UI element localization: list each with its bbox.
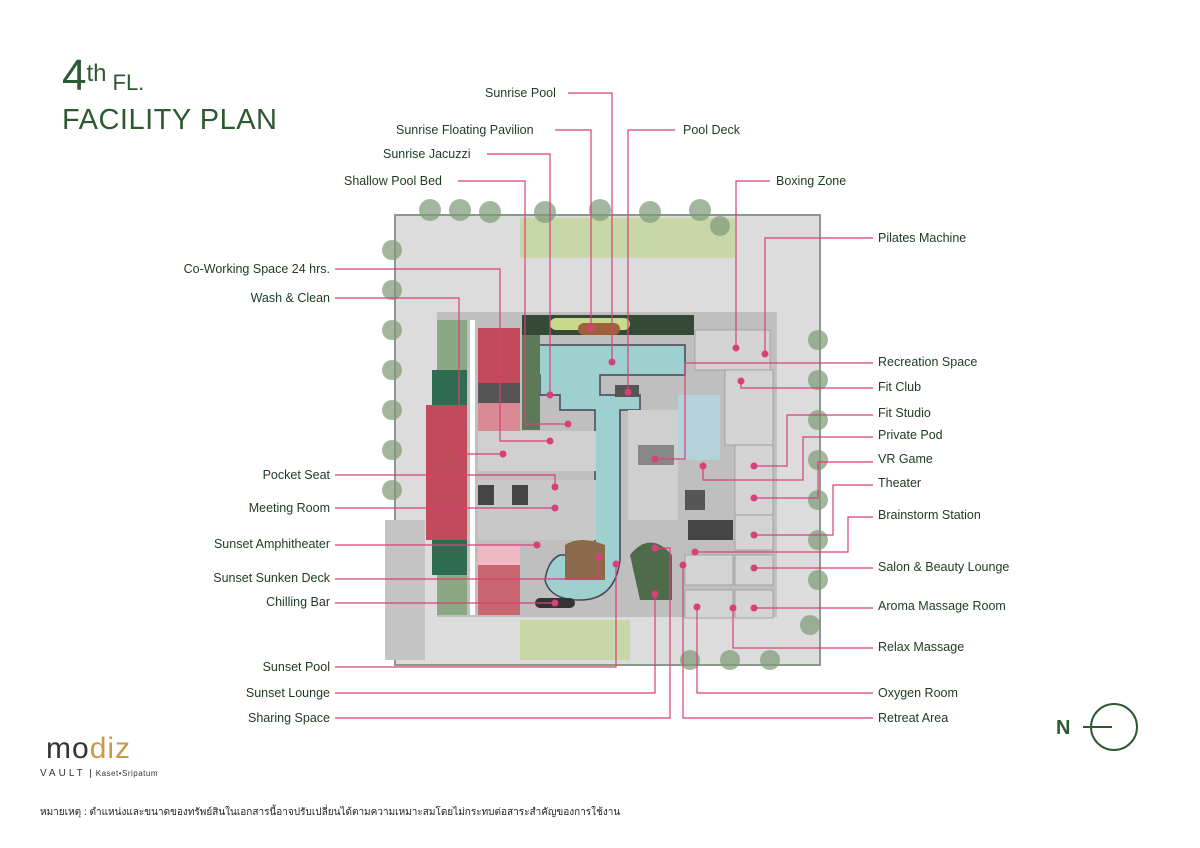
label-sunrise-jacuzzi: Sunrise Jacuzzi [383, 147, 471, 161]
residential-units [426, 320, 520, 615]
label-chilling-bar: Chilling Bar [266, 595, 330, 609]
label-fit-club: Fit Club [878, 380, 922, 394]
parking-area [385, 520, 425, 660]
label-meeting-room: Meeting Room [248, 501, 330, 515]
leader-pilates [764, 237, 873, 354]
brand-logo: modiz [46, 732, 132, 765]
leader-sunset-lounge [335, 594, 656, 694]
leader-sunrise-pool [568, 92, 613, 362]
coworking-room [478, 431, 596, 471]
planting [522, 335, 540, 430]
leader-coworking [335, 268, 550, 442]
trees [382, 199, 828, 670]
leader-lines [335, 92, 873, 719]
label-pocket-seat: Pocket Seat [262, 468, 330, 482]
disclaimer-note: หมายเหตุ : ตำแหน่งและขนาดของทรัพย์สินในเ… [40, 807, 621, 818]
label-sunrise-floating-pavilion: Sunrise Floating Pavilion [396, 123, 534, 137]
label-vr-game: VR Game [878, 452, 933, 466]
sharing-space-garden [630, 542, 672, 600]
label-pilates-machine: Pilates Machine [878, 231, 967, 245]
label-sharing-space: Sharing Space [247, 711, 330, 725]
label-relax-massage: Relax Massage [878, 640, 965, 654]
label-wash-clean: Wash & Clean [250, 291, 330, 305]
label-theater: Theater [878, 476, 922, 490]
label-private-pod: Private Pod [878, 428, 943, 442]
leader-sunken-deck [335, 557, 600, 580]
leader-sharing-space [335, 547, 671, 719]
label-sunset-lounge: Sunset Lounge [245, 686, 330, 700]
north-arrow-icon [1083, 703, 1138, 751]
label-pool-deck: Pool Deck [683, 123, 740, 137]
sunken-deck [565, 540, 605, 580]
label-oxygen-room: Oxygen Room [878, 686, 958, 700]
label-sunset-sunken-deck: Sunset Sunken Deck [213, 571, 330, 585]
label-brainstorm-station: Brainstorm Station [878, 508, 981, 522]
leader-pool-deck [627, 129, 675, 392]
leader-retreat [682, 565, 873, 719]
label-aroma-massage-room: Aroma Massage Room [878, 599, 1006, 613]
location-dots [499, 324, 769, 612]
facility-rooms [684, 329, 774, 619]
label-sunset-amphitheater: Sunset Amphitheater [213, 537, 330, 551]
leader-shallow-pool-bed [458, 180, 568, 425]
leader-vr-game [754, 461, 873, 499]
label-sunset-pool: Sunset Pool [262, 660, 330, 674]
label-fit-studio: Fit Studio [878, 406, 931, 420]
north-label: N [1056, 717, 1071, 739]
label-boxing-zone: Boxing Zone [776, 174, 847, 188]
leader-pocket-seat [335, 474, 556, 487]
leader-boxing-zone [735, 180, 770, 348]
label-retreat-area: Retreat Area [878, 711, 949, 725]
leader-floating-pavilion [555, 129, 592, 328]
leader-oxygen [696, 607, 873, 694]
leader-theater [754, 484, 873, 536]
leader-fit-studio [754, 414, 873, 467]
label-sunrise-pool: Sunrise Pool [485, 86, 556, 100]
leader-private-pod [702, 436, 873, 481]
fit-studio-room [678, 395, 720, 460]
plan-title: FACILITY PLAN [62, 104, 278, 136]
label-coworking-space: Co-Working Space 24 hrs. [183, 262, 330, 276]
floating-pavilion [578, 323, 620, 335]
leader-relax [732, 608, 873, 649]
leader-jacuzzi [487, 153, 551, 395]
label-salon-beauty-lounge: Salon & Beauty Lounge [878, 560, 1010, 574]
label-recreation-space: Recreation Space [878, 355, 978, 369]
leader-recreation [655, 362, 873, 460]
leader-wash-clean [335, 297, 503, 455]
garden-bottom [520, 620, 630, 660]
meeting-room-area [478, 480, 596, 540]
label-shallow-pool-bed: Shallow Pool Bed [344, 174, 442, 188]
leader-brainstorm [695, 516, 873, 553]
leader-sunset-pool [335, 564, 617, 668]
